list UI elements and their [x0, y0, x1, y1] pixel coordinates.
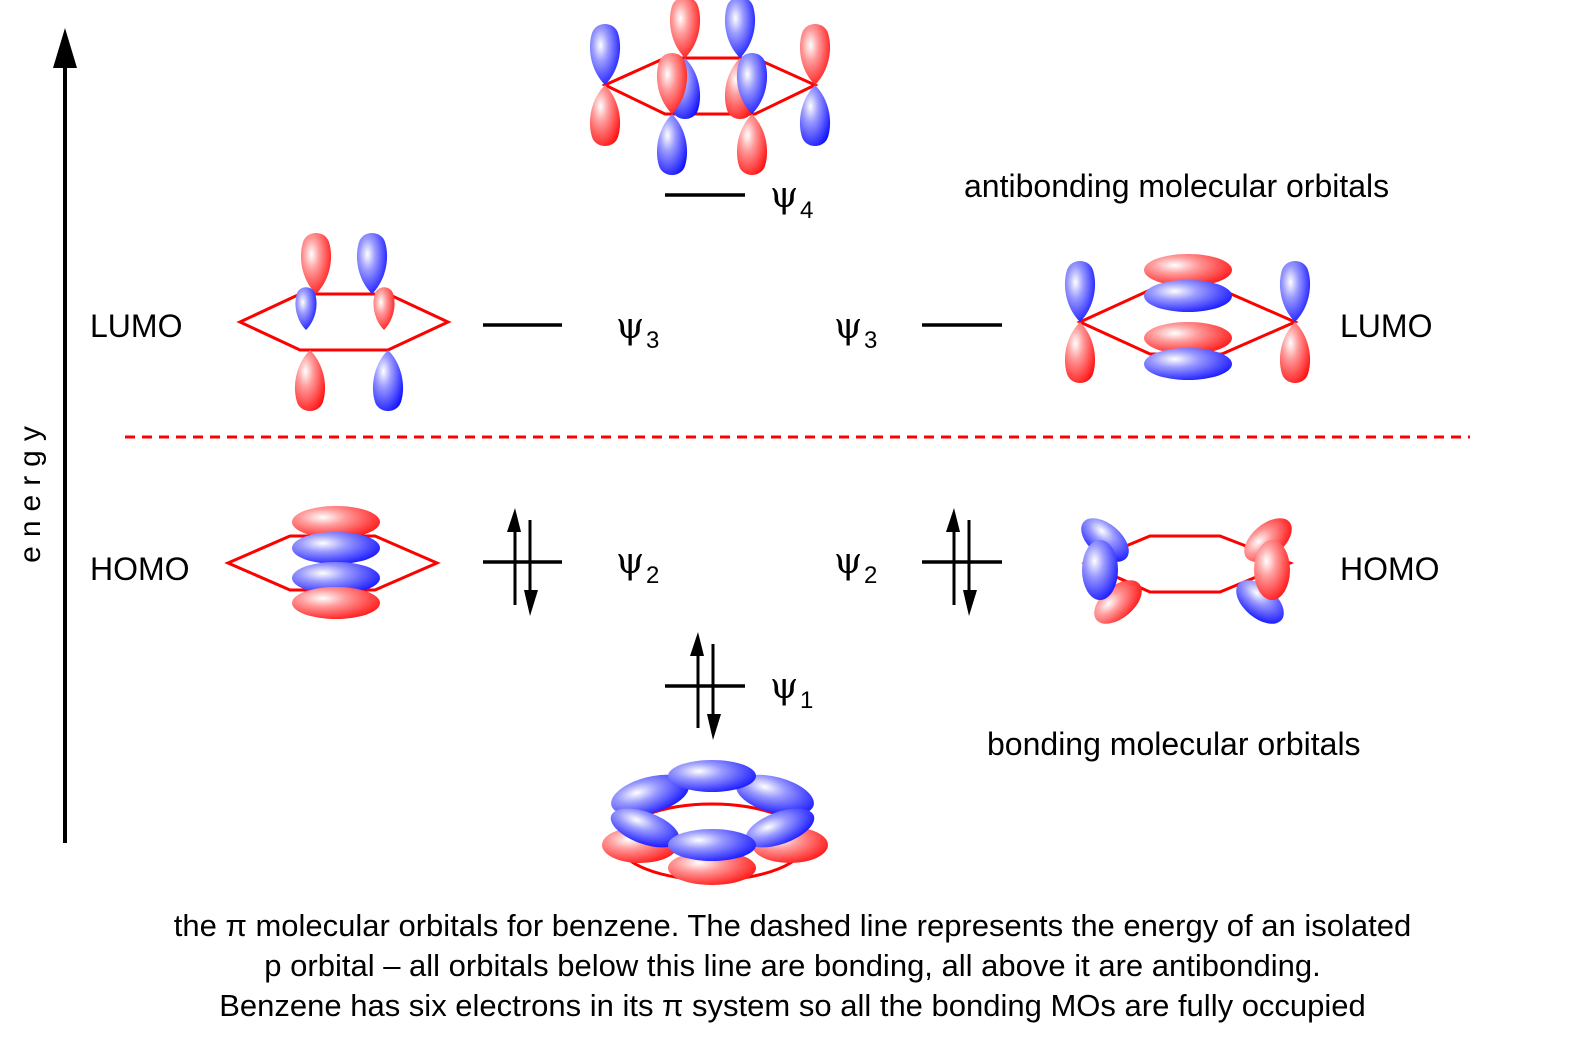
antibonding-region-label: antibonding molecular orbitals: [964, 168, 1389, 204]
psi2-right-orbital-picture: [1081, 518, 1295, 624]
figure-caption: the π molecular orbitals for benzene. Th…: [0, 906, 1585, 1026]
psi2-left-index: 2: [646, 562, 659, 589]
psi2-right-symbol: ψ: [834, 541, 862, 582]
caption-line-3: Benzene has six electrons in its π syste…: [219, 988, 1366, 1023]
psi4-index: 4: [800, 197, 813, 224]
psi3-right-index: 3: [864, 327, 877, 354]
psi4-orbital-picture: [589, 0, 831, 175]
energy-level-psi4: ψ 4: [665, 175, 813, 224]
energy-level-psi1: ψ 1: [665, 632, 813, 740]
psi2-left-symbol: ψ: [616, 541, 644, 582]
caption-line-1: the π molecular orbitals for benzene. Th…: [173, 908, 1412, 943]
lumo-label-left: LUMO: [90, 308, 182, 344]
psi2-right-index: 2: [864, 562, 877, 589]
psi3-left-orbital-picture: [236, 233, 452, 411]
bonding-region-label: bonding molecular orbitals: [987, 726, 1361, 762]
homo-label-right: HOMO: [1340, 551, 1440, 587]
caption-line-2: p orbital – all orbitals below this line…: [264, 948, 1321, 983]
energy-level-psi3-right: ψ 3: [834, 306, 1002, 354]
energy-level-psi2-right: ψ 2: [834, 508, 1002, 616]
homo-label-left: HOMO: [90, 551, 190, 587]
psi3-left-index: 3: [646, 327, 659, 354]
psi1-symbol: ψ: [770, 666, 798, 707]
lumo-label-right: LUMO: [1340, 308, 1432, 344]
psi2-left-orbital-picture: [224, 506, 441, 619]
electron-pair-psi2-left: [507, 508, 538, 616]
psi3-left-symbol: ψ: [616, 306, 644, 347]
energy-axis-label: energy: [14, 417, 47, 563]
psi1-index: 1: [800, 687, 813, 714]
psi3-right-symbol: ψ: [834, 306, 862, 347]
energy-level-psi2-left: ψ 2: [483, 508, 659, 616]
psi3-right-orbital-picture: [1064, 254, 1311, 383]
energy-axis: energy: [14, 28, 77, 843]
electron-pair-psi1: [690, 632, 721, 740]
electron-pair-psi2-right: [946, 508, 977, 616]
energy-level-psi3-left: ψ 3: [483, 306, 659, 354]
axis-arrowhead: [53, 28, 77, 68]
psi1-orbital-picture: [602, 760, 828, 885]
psi4-symbol: ψ: [770, 175, 798, 216]
